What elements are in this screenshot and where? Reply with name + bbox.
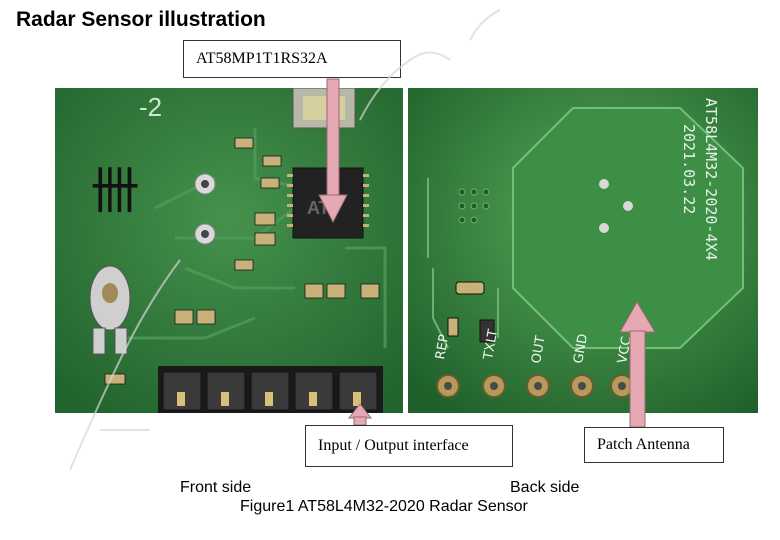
handwritten-mark: 卌 [90, 162, 140, 220]
io-callout: Input / Output interface [305, 425, 513, 467]
antenna-arrow [619, 301, 656, 428]
chip-arrow [318, 78, 348, 224]
figure-caption: Figure1 AT58L4M32-2020 Radar Sensor [240, 498, 528, 515]
board-date-text: 2021.03.22 [680, 124, 698, 214]
pin-label-txlt: TXLT [481, 328, 501, 361]
antenna-callout: Patch Antenna [584, 427, 724, 463]
io-arrow [347, 403, 373, 426]
back-side-caption: Back side [510, 479, 580, 496]
pin-label-gnd: GND [571, 333, 591, 365]
document-title: Radar Sensor illustration [16, 8, 266, 31]
chip-callout: AT58MP1T1RS32A [183, 40, 401, 78]
silkscreen-number: -2 [139, 92, 162, 122]
board-model-text: AT58L4M32-2020-4X4 [702, 98, 720, 261]
front-side-caption: Front side [180, 479, 252, 496]
io-callout-label: Input / Output interface [318, 437, 469, 454]
patch-antenna-shape [512, 107, 744, 349]
chip-callout-label: AT58MP1T1RS32A [196, 50, 328, 67]
pcb-back-photo: AT58L4M32-2020-4X4 2021.03.22 REP TXLT O… [408, 88, 758, 413]
pin-label-rep: REP [433, 333, 452, 360]
pin-label-out: OUT [529, 335, 549, 365]
antenna-callout-label: Patch Antenna [597, 436, 690, 453]
